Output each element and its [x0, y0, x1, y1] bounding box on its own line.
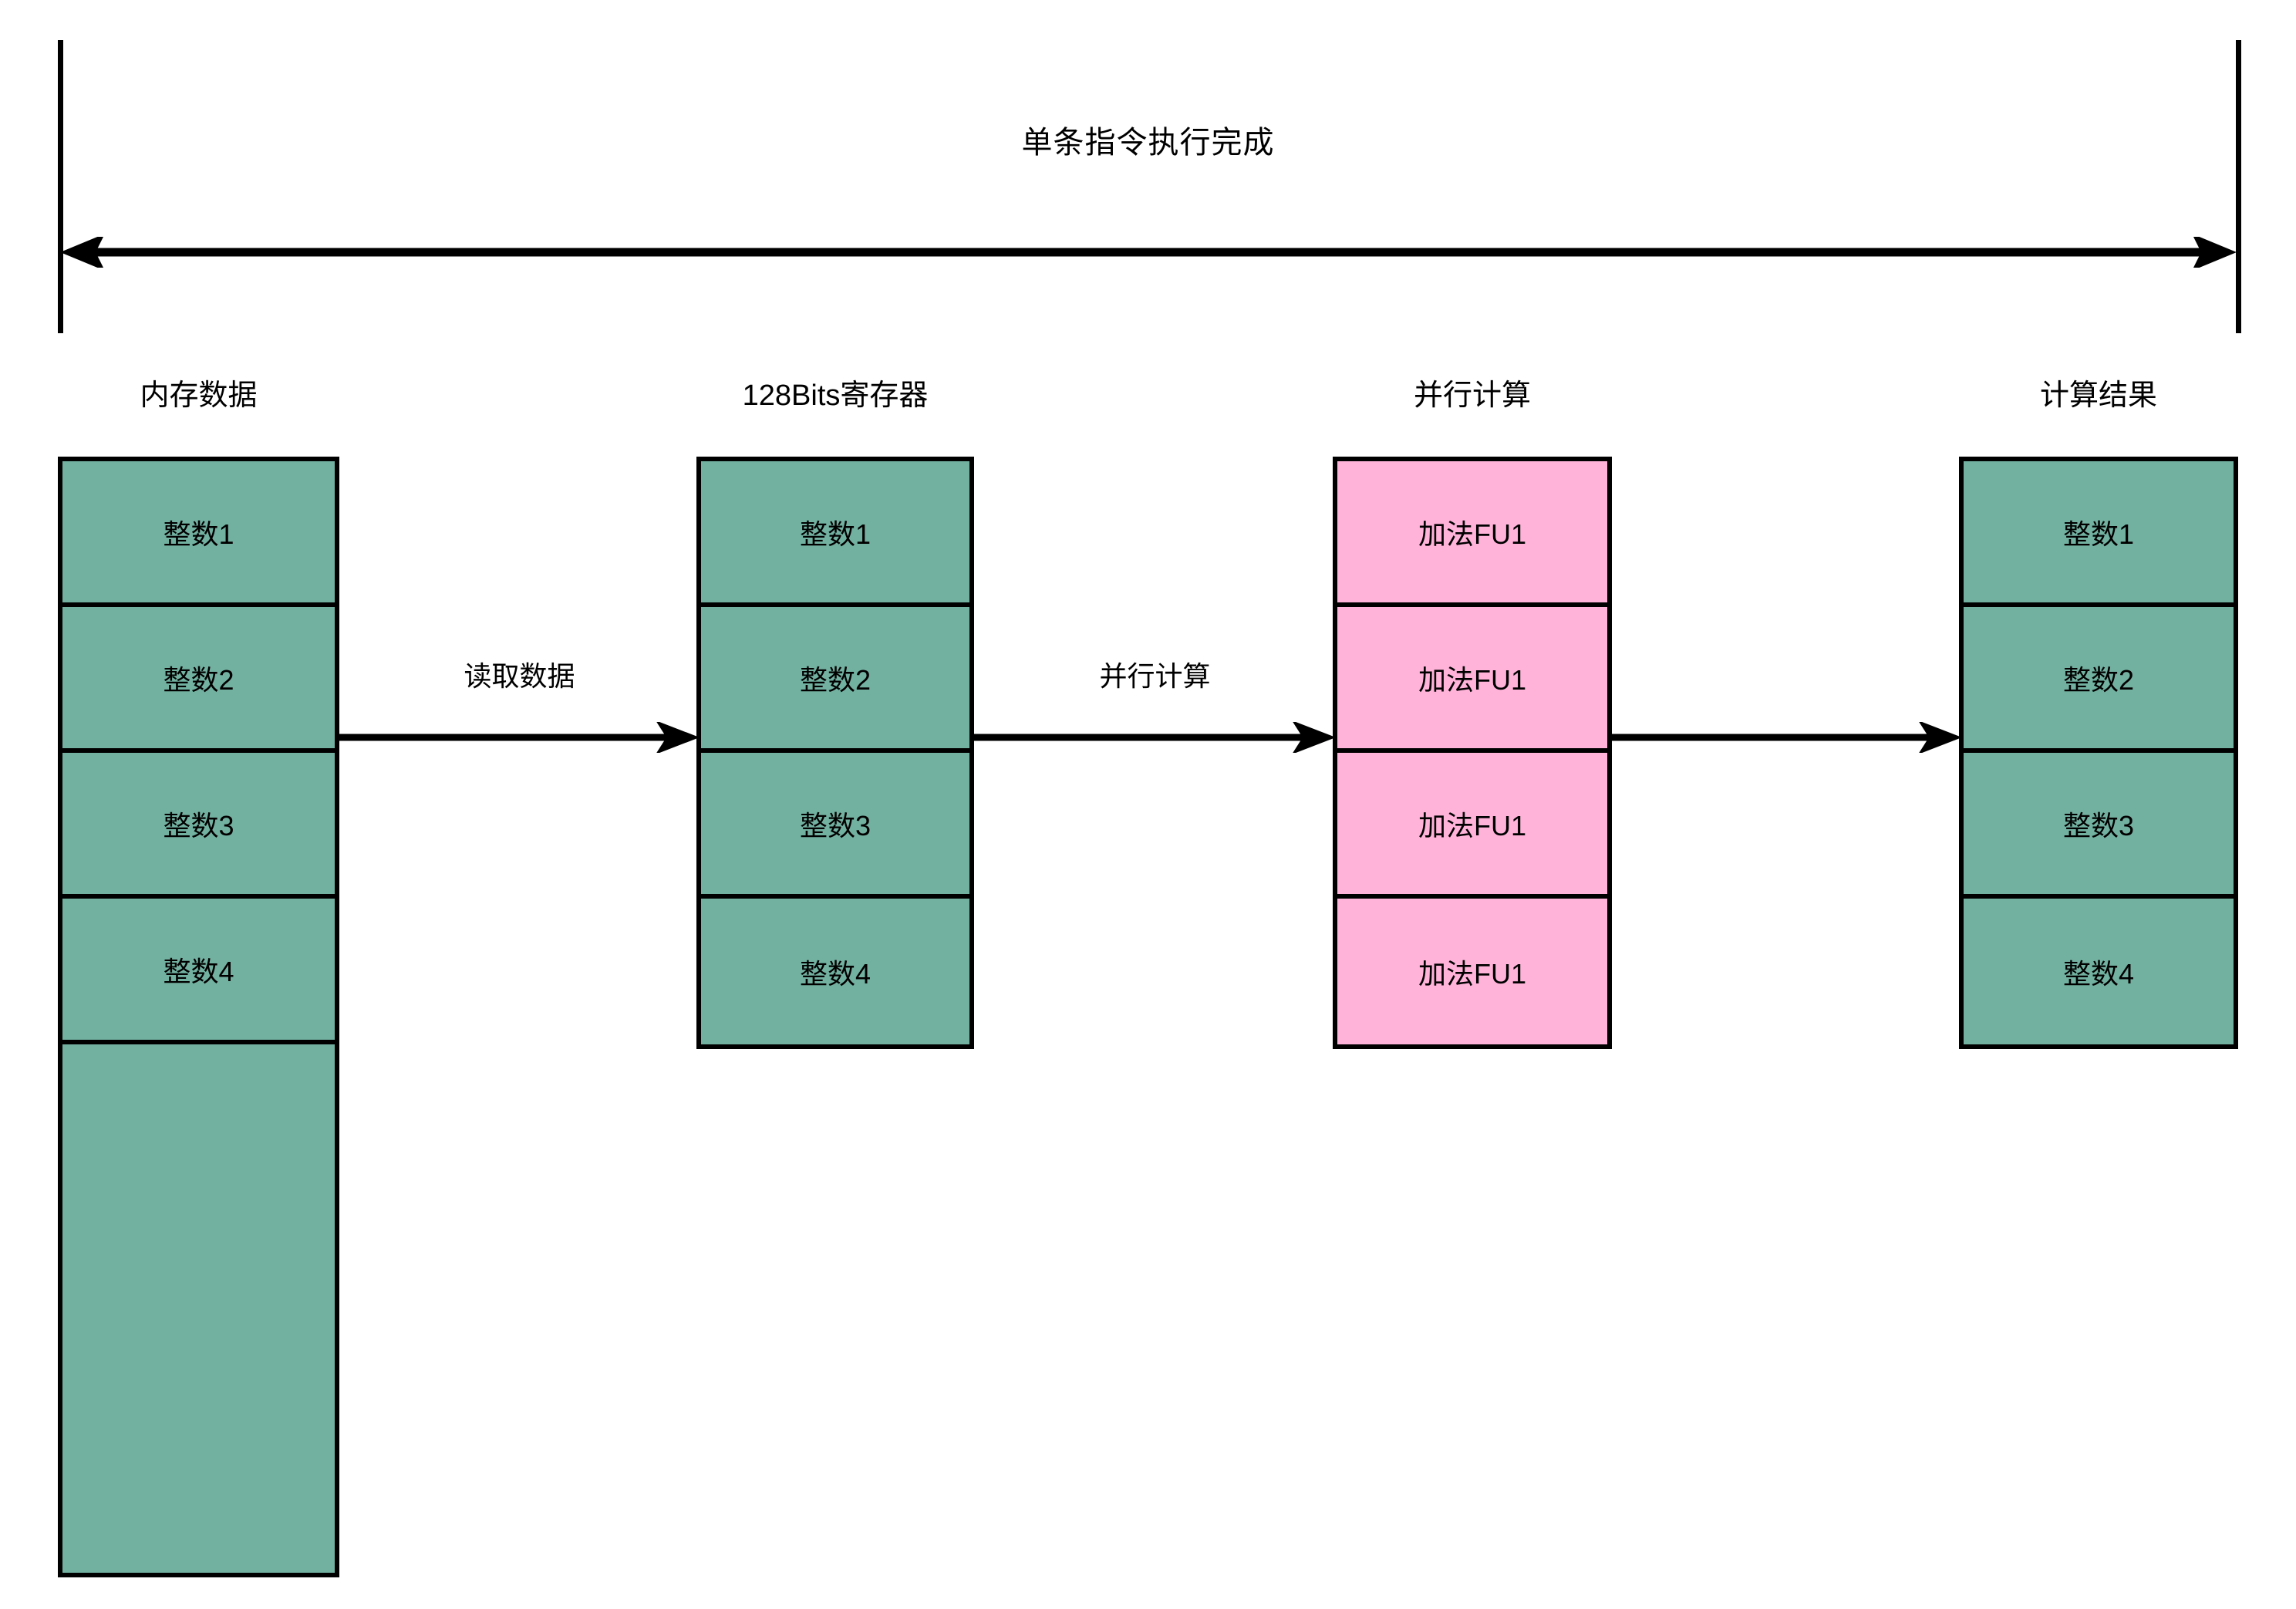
flow-label-parallel-compute: 并行计算: [1099, 660, 1211, 692]
parallel-cell-3[interactable]: 加法FU1: [1337, 753, 1607, 899]
parallel-column: 加法FU1 加法FU1 加法FU1 加法FU1: [1333, 457, 1612, 1049]
result-cell-1[interactable]: 整数1: [1964, 461, 2234, 607]
flow-arrow-parallel-compute: [974, 722, 1336, 753]
parallel-cell-4[interactable]: 加法FU1: [1337, 899, 1607, 1044]
timeline-double-arrow: [60, 237, 2237, 268]
memory-column: 整数1 整数2 整数3 整数4: [58, 457, 339, 1577]
register-column: 整数1 整数2 整数3 整数4: [696, 457, 974, 1049]
memory-cell-1[interactable]: 整数1: [62, 461, 335, 607]
result-cell-4[interactable]: 整数4: [1964, 899, 2234, 1044]
flow-arrow-read-data: [339, 722, 700, 753]
timeline-title: 单条指令执行完成: [1021, 126, 1275, 160]
memory-cell-2[interactable]: 整数2: [62, 607, 335, 753]
parallel-cell-2[interactable]: 加法FU1: [1337, 607, 1607, 753]
timeline-end-tick: [2236, 40, 2241, 333]
column-header-register: 128Bits寄存器: [742, 379, 929, 412]
memory-cell-4[interactable]: 整数4: [62, 899, 335, 1044]
register-cell-2[interactable]: 整数2: [701, 607, 969, 753]
result-column: 整数1 整数2 整数3 整数4: [1959, 457, 2238, 1049]
memory-cell-3[interactable]: 整数3: [62, 753, 335, 899]
flow-label-read-data: 读取数据: [464, 660, 575, 692]
result-cell-3[interactable]: 整数3: [1964, 753, 2234, 899]
register-cell-4[interactable]: 整数4: [701, 899, 969, 1044]
column-header-parallel: 并行计算: [1413, 379, 1531, 412]
parallel-cell-1[interactable]: 加法FU1: [1337, 461, 1607, 607]
column-header-result: 计算结果: [2039, 379, 2157, 412]
timeline-start-tick: [58, 40, 63, 333]
result-cell-2[interactable]: 整数2: [1964, 607, 2234, 753]
register-cell-1[interactable]: 整数1: [701, 461, 969, 607]
column-header-memory: 内存数据: [140, 379, 258, 412]
register-cell-3[interactable]: 整数3: [701, 753, 969, 899]
memory-cell-empty[interactable]: [62, 1044, 335, 1573]
flow-arrow-to-result: [1612, 722, 1962, 753]
